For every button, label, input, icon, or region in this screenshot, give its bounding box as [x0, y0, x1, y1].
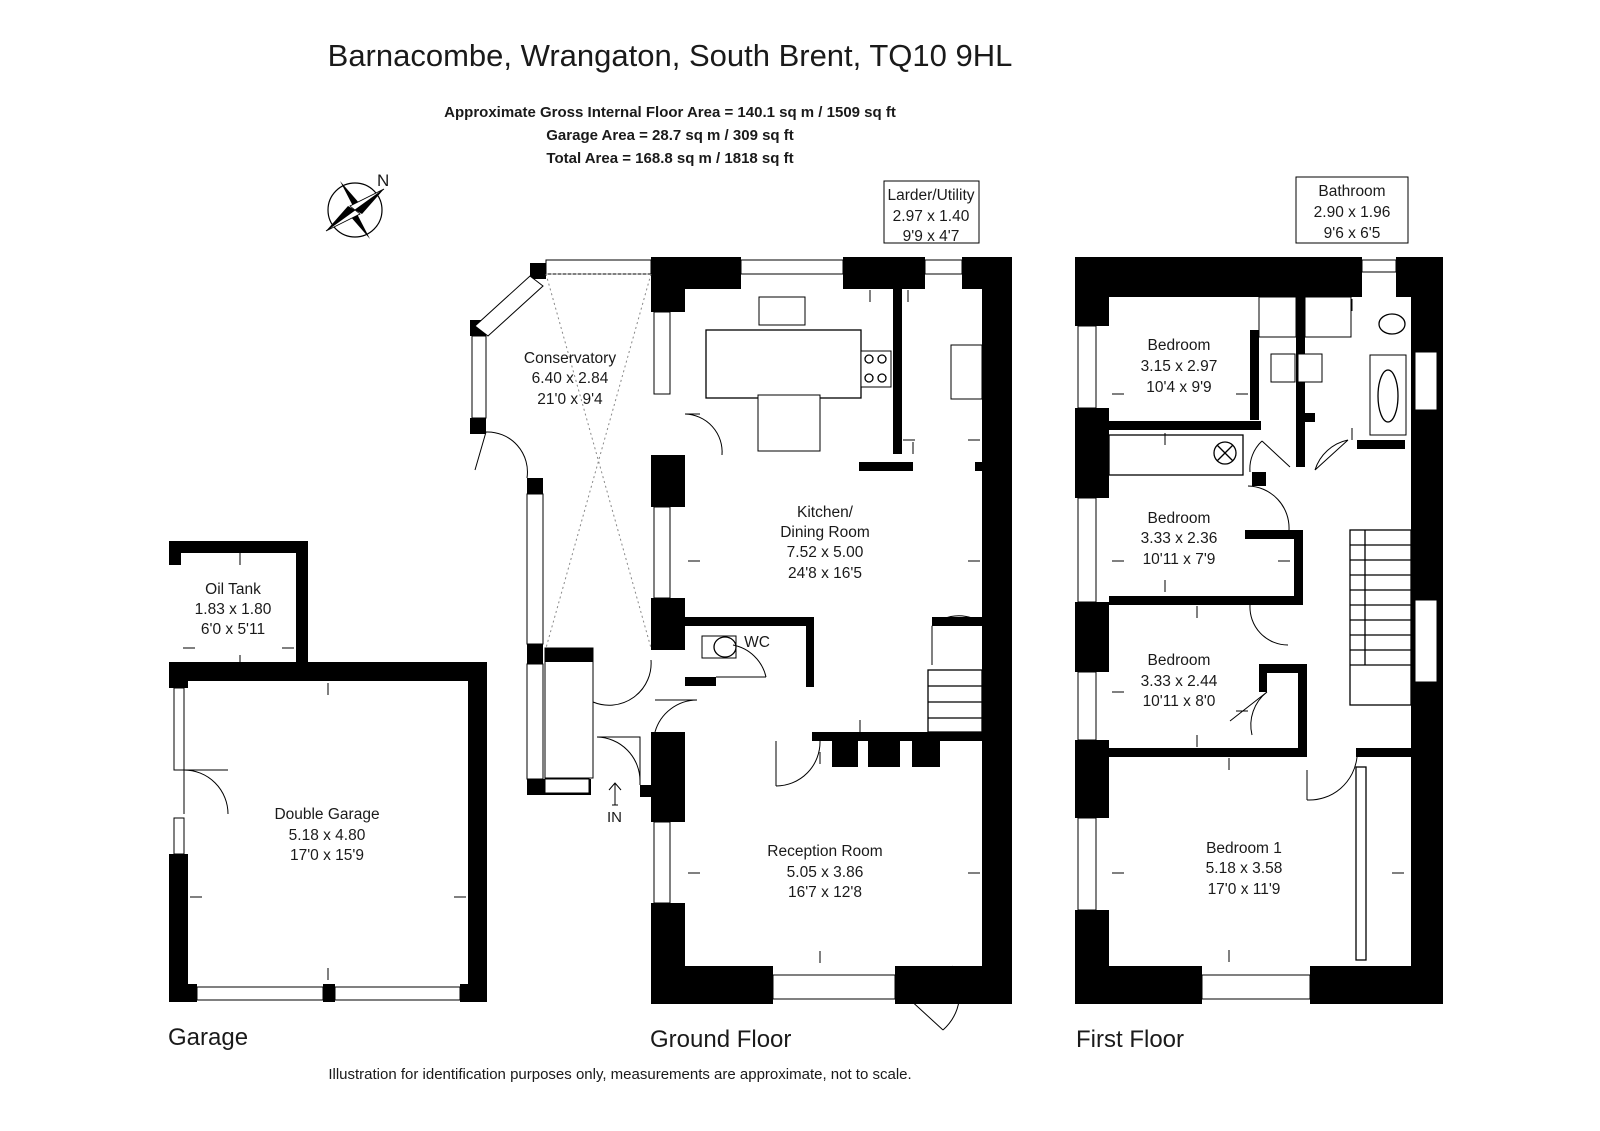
garage-plan — [169, 541, 487, 1002]
bedroom-c-imperial: 10'11 x 8'0 — [1143, 693, 1216, 710]
bedroom-a-name: Bedroom — [1148, 337, 1211, 354]
conservatory-name: Conservatory — [524, 350, 616, 367]
larder-metric: 2.97 x 1.40 — [893, 208, 970, 225]
kitchen-name-line1: Kitchen/ — [797, 504, 854, 521]
larder-imperial: 9'9 x 4'7 — [903, 228, 960, 245]
bedroom-b-imperial: 10'11 x 7'9 — [1143, 551, 1216, 568]
kitchen-metric: 7.52 x 5.00 — [787, 544, 864, 561]
garage-area-text: Garage Area = 28.7 sq m / 309 sq ft — [546, 127, 794, 144]
garage-metric: 5.18 x 4.80 — [289, 827, 366, 844]
bathroom-name: Bathroom — [1318, 183, 1385, 200]
disclaimer-text: Illustration for identification purposes… — [328, 1066, 912, 1083]
bedroom-a-metric: 3.15 x 2.97 — [1141, 358, 1218, 375]
conservatory-metric: 6.40 x 2.84 — [532, 370, 609, 387]
total-area-text: Total Area = 168.8 sq m / 1818 sq ft — [546, 150, 794, 167]
reception-name: Reception Room — [767, 843, 882, 860]
ground-floor-label: Ground Floor — [650, 1026, 792, 1053]
bedroom-c-metric: 3.33 x 2.44 — [1141, 673, 1218, 690]
oil-tank-name: Oil Tank — [205, 581, 261, 598]
conservatory-imperial: 21'0 x 9'4 — [537, 391, 603, 408]
oil-tank-imperial: 6'0 x 5'11 — [201, 621, 265, 638]
bathroom-metric: 2.90 x 1.96 — [1314, 204, 1391, 221]
gross-area-text: Approximate Gross Internal Floor Area = … — [444, 104, 896, 121]
entrance-label: IN — [607, 809, 622, 826]
bedroom-b-name: Bedroom — [1148, 510, 1211, 527]
area-summary: Approximate Gross Internal Floor Area = … — [0, 101, 1340, 170]
bedroom-1-metric: 5.18 x 3.58 — [1206, 860, 1283, 877]
bathroom-imperial: 9'6 x 6'5 — [1324, 225, 1381, 242]
larder-name: Larder/Utility — [888, 187, 975, 204]
kitchen-name-line2: Dining Room — [780, 524, 870, 541]
garage-floor-label: Garage — [168, 1024, 249, 1051]
bedroom-c-name: Bedroom — [1148, 652, 1211, 669]
garage-imperial: 17'0 x 15'9 — [290, 847, 364, 864]
first-floor-label: First Floor — [1076, 1026, 1184, 1053]
bathroom-label-box — [1295, 176, 1409, 244]
bedroom-a-imperial: 10'4 x 9'9 — [1146, 379, 1211, 396]
page-title: Barnacombe, Wrangaton, South Brent, TQ10… — [327, 38, 1013, 73]
larder-label-box — [883, 180, 980, 244]
compass-rose-icon — [325, 181, 385, 239]
oil-tank-metric: 1.83 x 1.80 — [195, 601, 272, 618]
bedroom-1-name: Bedroom 1 — [1206, 840, 1282, 857]
reception-metric: 5.05 x 3.86 — [787, 864, 864, 881]
compass-north-label: N — [377, 171, 389, 190]
bedroom-1-imperial: 17'0 x 11'9 — [1208, 881, 1281, 898]
garage-name: Double Garage — [274, 806, 379, 823]
kitchen-imperial: 24'8 x 16'5 — [788, 565, 862, 582]
ground-floor-plan — [470, 257, 1012, 1031]
bedroom-b-metric: 3.33 x 2.36 — [1141, 530, 1218, 547]
reception-imperial: 16'7 x 12'8 — [788, 884, 862, 901]
first-floor-plan — [1075, 257, 1443, 1004]
wc-name: WC — [744, 634, 770, 651]
